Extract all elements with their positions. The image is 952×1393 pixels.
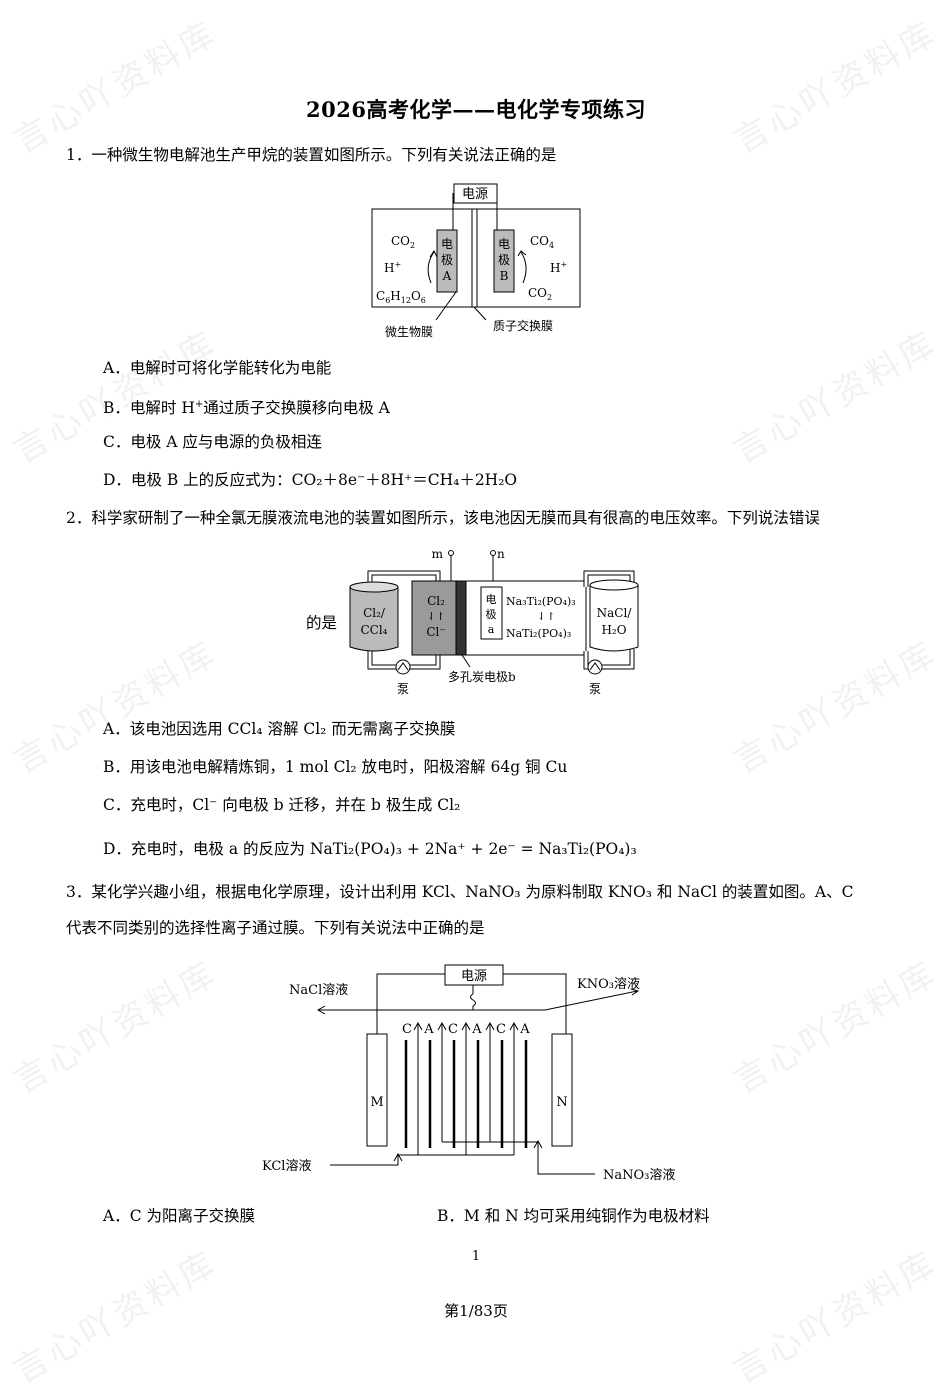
watermark: 言心吖资料库: [727, 633, 945, 782]
watermark: 言心吖资料库: [727, 953, 945, 1102]
svg-text:CO2: CO2: [391, 234, 415, 250]
q1-power-label: 电源: [462, 187, 488, 202]
q1-right-co4: CO: [530, 234, 549, 248]
q1-right-h: H: [550, 261, 560, 275]
q1-right-h-sup: +: [560, 260, 567, 269]
q3-nacl-out: NaCl溶液: [289, 983, 348, 998]
q2-tank-left-1: Cl₂/: [363, 606, 386, 620]
q2-stem: 2．科学家研制了一种全氯无膜液流电池的装置如图所示，该电池因无膜而具有很高的电压…: [66, 509, 820, 527]
q3-stem-line2: 代表不同类别的选择性离子通过膜。下列有关说法中正确的是: [66, 919, 485, 937]
q1-option-b: B．电解时 H+通过质子交换膜移向电极 A: [103, 394, 390, 419]
page-number: 1: [471, 1249, 481, 1264]
q2-option-b: B．用该电池电解精炼铜，1 mol Cl₂ 放电时，阳极溶解 64g 铜 Cu: [103, 758, 568, 776]
page-footer: 第1/83页: [444, 1302, 508, 1320]
q1-glucose: C6H12O6: [376, 289, 426, 305]
svg-text:CO4: CO4: [530, 234, 554, 250]
q2-tank-right-2: H₂O: [601, 623, 626, 637]
q1-left-h: H: [384, 261, 394, 275]
q1-right-co2: CO: [528, 286, 547, 300]
q3-membrane-3: C: [448, 1022, 458, 1037]
q3-stem-line1: 3．某化学兴趣小组，根据电化学原理，设计出利用 KCl、NaNO₃ 为原料制取 …: [66, 883, 854, 901]
q2-tank-left-2: CCl₄: [360, 623, 387, 637]
q1-option-b-part1: B．电解时 H: [103, 399, 195, 418]
q1-stem: 1．一种微生物电解池生产甲烷的装置如图所示。下列有关说法正确的是: [66, 146, 557, 164]
watermark: 言心吖资料库: [727, 13, 945, 162]
q1-option-c: C．电极 A 应与电源的负极相连: [103, 433, 322, 451]
q3-membrane-5: C: [496, 1022, 506, 1037]
q1-electrode-a-3: A: [442, 269, 452, 283]
q2-n-label: n: [497, 547, 505, 561]
page-title: 2026高考化学——电化学专项练习: [306, 97, 646, 122]
watermark: 言心吖资料库: [7, 13, 225, 162]
q2-electrode-a-1: 电: [486, 593, 497, 606]
document-page: 言心吖资料库 言心吖资料库 言心吖资料库 言心吖资料库 言心吖资料库 言心吖资料…: [7, 13, 945, 1392]
q3-option-a: A．C 为阳离子交换膜: [103, 1207, 255, 1225]
q2-pump-right: 泵: [589, 682, 601, 696]
q3-kno3-out: KNO₃溶液: [577, 977, 640, 992]
q1-option-d: D．电极 B 上的反应式为：CO₂＋8e⁻＋8H⁺＝CH₄＋2H₂O: [103, 471, 518, 489]
q3-membrane-4: A: [471, 1022, 482, 1037]
q3-kcl-in: KCl溶液: [262, 1159, 311, 1174]
q3-electrode-n: N: [556, 1095, 567, 1110]
q3-option-b: B．M 和 N 均可采用纯铜作为电极材料: [437, 1207, 710, 1225]
q2-figure: m n Cl₂/ CCl₄ 泵 Cl₂ ⇃↾ Cl⁻ 电 极 a Na₃Ti₂(…: [349, 547, 639, 696]
q2-box-mid-1: Cl₂: [427, 594, 445, 608]
q3-nano3-in: NaNO₃溶液: [603, 1168, 675, 1183]
svg-text:H+: H+: [384, 260, 401, 275]
svg-text:H+: H+: [550, 260, 567, 275]
q2-tank-right-1: NaCl/: [597, 606, 633, 620]
q3-electrode-m: M: [370, 1095, 383, 1110]
q2-electrode-a-3: a: [488, 623, 495, 636]
q2-option-d: D．充电时，电极 a 的反应为 NaTi₂(PO₄)₃ + 2Na⁺ + 2e⁻…: [103, 840, 637, 858]
q2-option-c: C．充电时，Cl⁻ 向电极 b 迁移，并在 b 极生成 Cl₂: [103, 796, 461, 814]
q2-nati-2: NaTi₂(PO₄)₃: [506, 627, 571, 640]
q1-left-co2: CO: [391, 234, 410, 248]
q1-option-b-sup: +: [194, 399, 204, 410]
q1-left-co2-sub: 2: [410, 241, 415, 250]
q1-electrode-b-1: 电: [498, 237, 510, 251]
q1-electrode-a-2: 极: [441, 253, 453, 267]
q3-membrane-1: C: [402, 1022, 412, 1037]
q3-membrane-6: A: [519, 1022, 530, 1037]
q2-pump-left: 泵: [397, 682, 409, 696]
q1-electrode-b-3: B: [500, 269, 509, 283]
q1-electrode-a-1: 电: [441, 237, 453, 251]
q1-right-co4-sub: 4: [549, 241, 554, 250]
q2-m-label: m: [432, 547, 444, 561]
q2-nati-1: Na₃Ti₂(PO₄)₃: [506, 595, 576, 608]
q2-box-mid-2: ⇃↾: [427, 610, 445, 623]
q2-box-mid-3: Cl⁻: [426, 625, 445, 639]
q1-electrode-b-2: 极: [498, 253, 510, 267]
q3-power-label: 电源: [461, 969, 487, 984]
watermark: 言心吖资料库: [727, 323, 945, 472]
q3-membrane-2: A: [423, 1022, 434, 1037]
q1-left-h-sup: +: [394, 260, 401, 269]
svg-text:CO2: CO2: [528, 286, 552, 302]
q2-porous-electrode: 多孔炭电极b: [448, 670, 516, 684]
q3-figure: 电源 NaCl溶液 KNO₃溶液 C A C A C A M N: [262, 964, 675, 1183]
q2-stem-tail: 的是: [306, 614, 338, 632]
q2-nati-arrow: ⇃↾: [537, 610, 555, 623]
q1-bio-membrane: 微生物膜: [385, 325, 433, 339]
watermark: 言心吖资料库: [7, 953, 225, 1102]
q1-proton-membrane: 质子交换膜: [493, 318, 553, 333]
q1-right-co2-sub: 2: [547, 293, 552, 302]
q1-figure: 电源 电 极 A 电 极 B CO2 H+ C6H12O6 CO4 H+ CO2…: [371, 183, 581, 339]
q2-electrode-a-2: 极: [486, 607, 497, 621]
q2-option-a: A．该电池因选用 CCl₄ 溶解 Cl₂ 而无需离子交换膜: [103, 720, 456, 738]
q1-option-b-part2: 通过质子交换膜移向电极 A: [203, 399, 390, 418]
q1-option-a: A．电解时可将化学能转化为电能: [103, 359, 332, 377]
